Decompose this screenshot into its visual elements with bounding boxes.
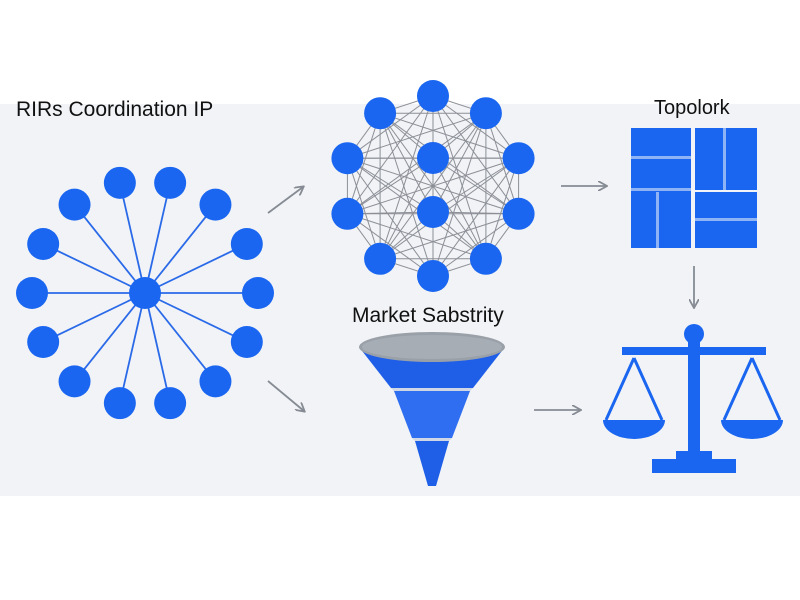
network-node — [417, 260, 449, 292]
mesh-link — [432, 157, 519, 215]
network-node — [417, 80, 449, 112]
mesh-link — [347, 157, 487, 260]
network-node — [331, 197, 364, 230]
network-node — [103, 166, 136, 199]
mesh-link — [347, 213, 487, 260]
hub-spoke-network-icon — [16, 166, 274, 420]
network-node — [58, 365, 91, 398]
mesh-link — [347, 157, 434, 277]
spoke-link — [144, 204, 217, 294]
network-node — [502, 142, 535, 175]
network-node — [58, 188, 91, 221]
spoke-link — [118, 292, 146, 404]
mesh-link — [432, 95, 519, 215]
mesh-network-icon — [331, 80, 535, 292]
spoke-link — [144, 292, 172, 404]
network-node — [199, 365, 232, 398]
mesh-link — [347, 95, 434, 215]
funnel-icon — [359, 332, 505, 486]
network-node — [103, 387, 136, 420]
network-node — [417, 142, 449, 174]
arrow-hub-to-funnel — [267, 380, 304, 411]
mesh-link — [432, 157, 519, 277]
network-node — [364, 97, 397, 130]
mesh-link — [379, 112, 519, 215]
mesh-link — [347, 213, 434, 277]
mesh-link — [379, 157, 434, 260]
spoke-link — [73, 204, 146, 294]
network-node — [27, 227, 60, 260]
mesh-link — [379, 112, 434, 213]
spoke-link — [42, 292, 146, 343]
grid-blocks-icon — [631, 128, 757, 248]
network-node — [242, 277, 274, 309]
network-node — [364, 242, 397, 275]
mesh-link — [347, 157, 434, 215]
network-node — [469, 242, 502, 275]
spoke-link — [144, 243, 248, 294]
mesh-link — [346, 113, 381, 214]
network-node — [230, 227, 263, 260]
spoke-link — [118, 182, 146, 294]
mesh-link — [347, 112, 487, 159]
coordination-title: RIRs Coordination IP — [16, 98, 214, 121]
balance-scale-icon — [603, 324, 783, 473]
network-node — [230, 326, 263, 359]
network-node — [27, 326, 60, 359]
topology-title: Topolork — [654, 97, 730, 119]
mesh-link — [379, 113, 434, 277]
mesh-link — [379, 213, 519, 260]
spoke-link — [144, 292, 217, 382]
mesh-link — [432, 112, 487, 213]
network-node — [331, 142, 364, 175]
mesh-link — [346, 158, 381, 259]
network-node — [502, 197, 535, 230]
market-title: Market Sabstrity — [352, 304, 504, 327]
flow-arrows — [267, 186, 694, 411]
network-node — [417, 196, 449, 228]
spoke-link — [73, 292, 146, 382]
arrow-hub-to-mesh — [267, 187, 303, 214]
network-node — [154, 387, 187, 420]
hub-node — [129, 277, 161, 309]
spoke-link — [144, 182, 172, 294]
network-node — [199, 188, 232, 221]
spoke-link — [144, 292, 248, 343]
mesh-link — [432, 157, 519, 213]
network-node — [469, 97, 502, 130]
mesh-link — [379, 112, 519, 159]
network-node — [16, 277, 48, 309]
spoke-link — [42, 243, 146, 294]
mesh-link — [432, 157, 487, 260]
mesh-link — [347, 157, 434, 213]
network-node — [154, 166, 187, 199]
